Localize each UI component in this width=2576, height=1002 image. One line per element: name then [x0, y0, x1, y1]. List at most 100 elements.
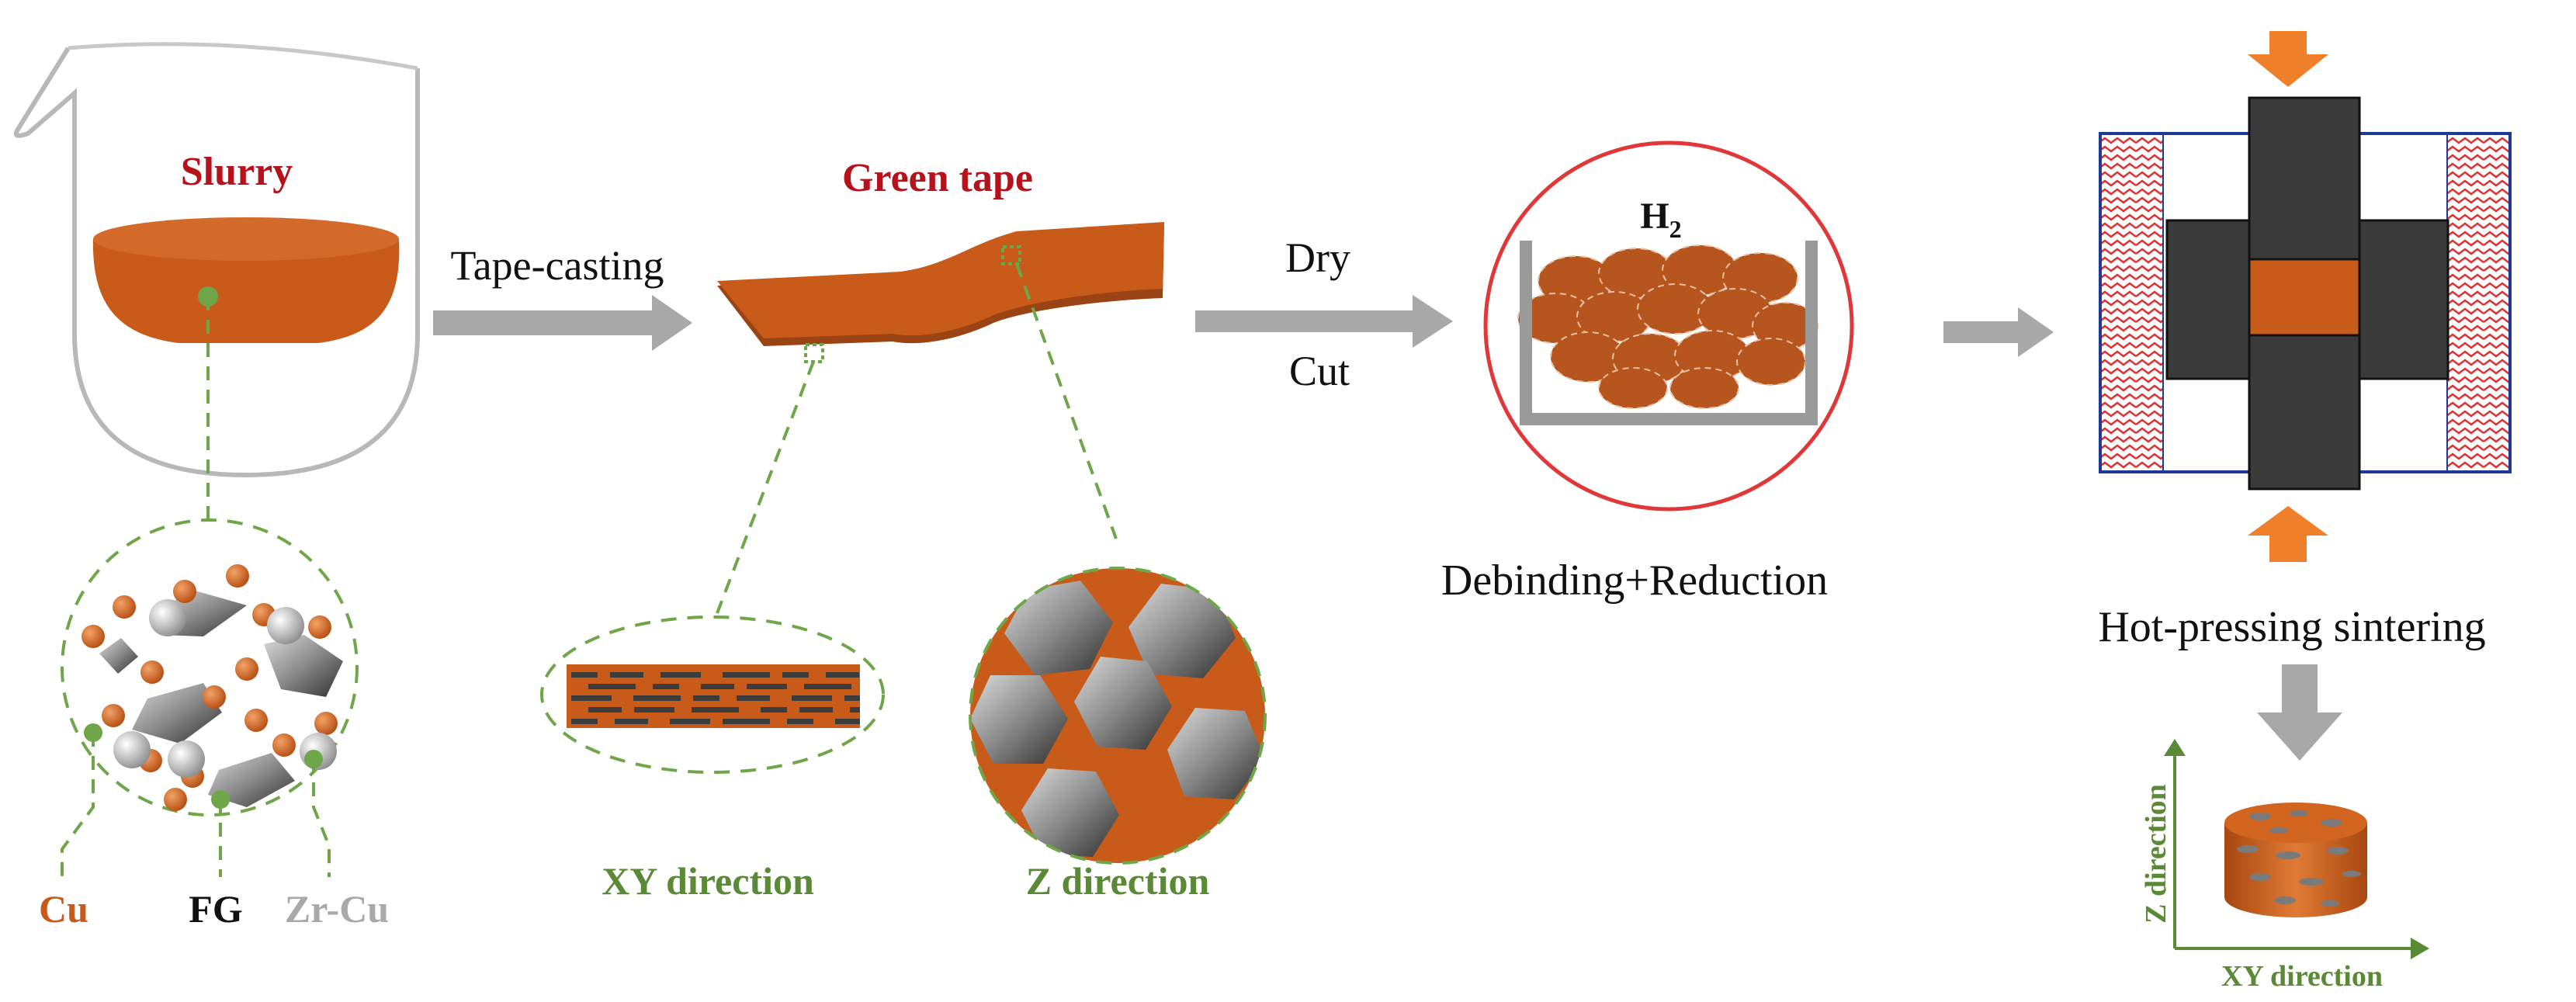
- xy-flake: [610, 672, 643, 678]
- zrcu-particle: [267, 607, 304, 644]
- beaker-rim: [68, 42, 418, 71]
- z-zoom-line: [1015, 263, 1118, 539]
- arrow-tape-casting: [433, 295, 692, 351]
- cu-particle: [203, 685, 226, 709]
- green-tape: Green tape: [717, 156, 1164, 363]
- cu-particle: [308, 615, 331, 639]
- h2-label: H2: [1640, 196, 1681, 243]
- cylinder-flake: [2276, 851, 2300, 859]
- xy-flake-group: [571, 672, 860, 724]
- xy-flake: [835, 719, 860, 724]
- cu-particle: [244, 709, 268, 732]
- mixture-zoom: [61, 518, 359, 817]
- cu-particle: [164, 788, 187, 811]
- cylinder-flake: [2249, 873, 2271, 881]
- heater-right: [2448, 135, 2508, 470]
- beaker: Slurry: [14, 42, 420, 478]
- xy-flake: [804, 684, 851, 689]
- product-sample: Z direction XY direction: [2140, 739, 2429, 993]
- fg-hexagon: [1167, 708, 1265, 799]
- zrcu-particle: [149, 599, 186, 636]
- cu-particle: [314, 712, 338, 735]
- fg-flake: [264, 635, 343, 697]
- cu-label: Cu: [39, 887, 88, 931]
- press-arrow-bottom: [2248, 506, 2328, 562]
- zrcu-pointer-line: [312, 759, 331, 877]
- fg-flake: [132, 683, 222, 744]
- xy-flake: [850, 707, 860, 712]
- cylinder-flake: [2290, 810, 2308, 817]
- punch-top: [2248, 96, 2361, 261]
- cylinder-side: [2224, 823, 2367, 917]
- xy-flake: [792, 695, 832, 701]
- cut-label: Cut: [1289, 348, 1350, 394]
- cylinder-flake: [2321, 900, 2339, 907]
- cu-particle: [235, 657, 258, 681]
- xy-marker: [804, 343, 824, 363]
- cylinder-flake: [2237, 845, 2259, 853]
- cylinder-flake: [2269, 827, 2288, 834]
- fg-flake: [208, 753, 295, 807]
- xy-axis-arrowhead: [2411, 938, 2429, 959]
- cu-particle: [226, 564, 249, 588]
- cylinder-flake: [2327, 847, 2349, 855]
- press-arrow-top: [2248, 31, 2328, 87]
- debinding-label: Debinding+Reduction: [1441, 556, 1828, 605]
- xy-flake: [670, 719, 710, 724]
- xy-flake: [653, 684, 679, 689]
- xy-direction-view: XY direction: [540, 615, 885, 903]
- cylinder-flake: [2299, 878, 2324, 886]
- xy-flake: [737, 695, 770, 701]
- debinding-furnace: H2 Debinding+Reduction: [1441, 140, 1854, 605]
- fg-hexagon: [1129, 584, 1236, 678]
- arrow-dry-cut: [1195, 295, 1453, 348]
- z-marker: [1001, 245, 1021, 265]
- xy-flake: [747, 684, 787, 689]
- z-direction-label: Z direction: [1026, 859, 1210, 903]
- xy-flake: [633, 695, 681, 701]
- fg-hexagon: [1021, 768, 1119, 857]
- fg-flake: [99, 638, 138, 674]
- cu-particle: [140, 660, 164, 684]
- xy-flake: [571, 672, 598, 678]
- cylinder-flake: [2342, 871, 2361, 877]
- xy-flake: [723, 719, 770, 724]
- tape-casting-label: Tape-casting: [450, 242, 664, 289]
- slurry-label: Slurry: [181, 150, 293, 194]
- xy-flake: [615, 719, 648, 724]
- xy-flake: [782, 672, 809, 678]
- xy-direction-label: XY direction: [602, 859, 814, 903]
- zrcu-label: Zr-Cu: [285, 887, 389, 931]
- xy-flake: [588, 684, 636, 689]
- slurry-fill: [92, 239, 400, 343]
- crucible: [1520, 241, 1818, 425]
- arrow-down-product: [2257, 664, 2342, 761]
- xy-flake: [787, 719, 813, 724]
- xy-flake: [571, 719, 598, 724]
- cu-particle: [173, 580, 196, 603]
- cylinder-flake: [2249, 813, 2271, 820]
- arrow-to-hot-press: [1943, 307, 2054, 357]
- xy-flake: [692, 707, 739, 712]
- xy-axis-label: XY direction: [2221, 960, 2383, 993]
- cu-particle: [102, 704, 125, 727]
- xy-flake: [723, 672, 770, 678]
- xy-flake: [660, 672, 701, 678]
- cu-particle: [81, 625, 105, 648]
- heater-left-edge: [2162, 135, 2164, 470]
- beaker-outline: [14, 47, 420, 478]
- cylinder-flake: [2274, 896, 2296, 904]
- xy-flake: [588, 707, 622, 712]
- xy-flake: [634, 707, 674, 712]
- tape-disc: [1736, 338, 1806, 386]
- tape-disc: [1598, 367, 1668, 409]
- z-axis-arrowhead: [2164, 739, 2186, 756]
- fg-hexagon: [1074, 657, 1172, 750]
- fg-label: FG: [189, 887, 242, 931]
- zrcu-particle: [168, 740, 205, 778]
- hot-pressing-label: Hot-pressing sintering: [2098, 603, 2485, 651]
- z-circle-outline: [969, 567, 1267, 865]
- fg-hexagon: [970, 675, 1068, 764]
